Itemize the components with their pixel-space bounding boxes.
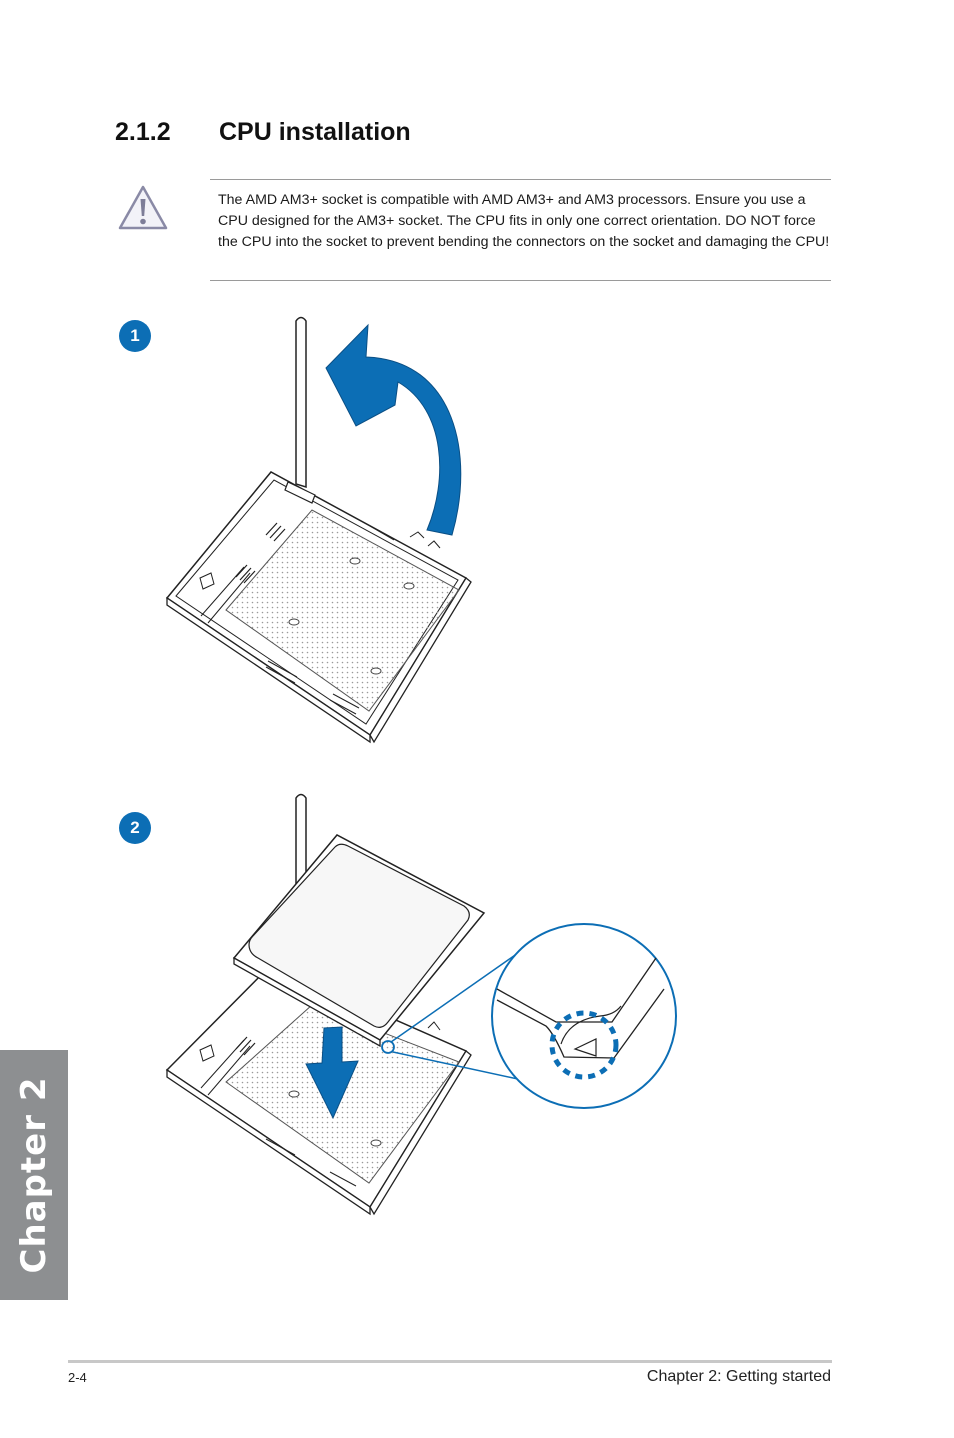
chapter-side-tab-label: Chapter 2 xyxy=(14,1076,54,1274)
page-number: 2-4 xyxy=(68,1370,87,1385)
socket-figure-2 xyxy=(165,793,486,1216)
socket-figure-1 xyxy=(165,316,472,744)
chapter-side-tab: Chapter 2 xyxy=(0,1050,68,1300)
insert-cpu-arrow xyxy=(305,1026,359,1120)
section-number: 2.1.2 xyxy=(115,118,171,146)
lift-lever-arrow xyxy=(325,323,462,536)
footer-rule xyxy=(68,1360,832,1363)
note-top-rule xyxy=(210,179,831,180)
footer-chapter-title: Chapter 2: Getting started xyxy=(646,1368,831,1385)
warning-icon xyxy=(118,185,168,230)
note-text: The AMD AM3+ socket is compatible with A… xyxy=(218,192,830,250)
section-title: CPU installation xyxy=(219,118,411,146)
step-2-badge: 2 xyxy=(119,812,151,844)
section-heading: 2.1.2 CPU installation xyxy=(115,118,411,147)
note-bottom-rule xyxy=(210,280,831,281)
step-1-badge: 1 xyxy=(119,320,151,352)
orientation-zoom-callout xyxy=(381,923,677,1109)
